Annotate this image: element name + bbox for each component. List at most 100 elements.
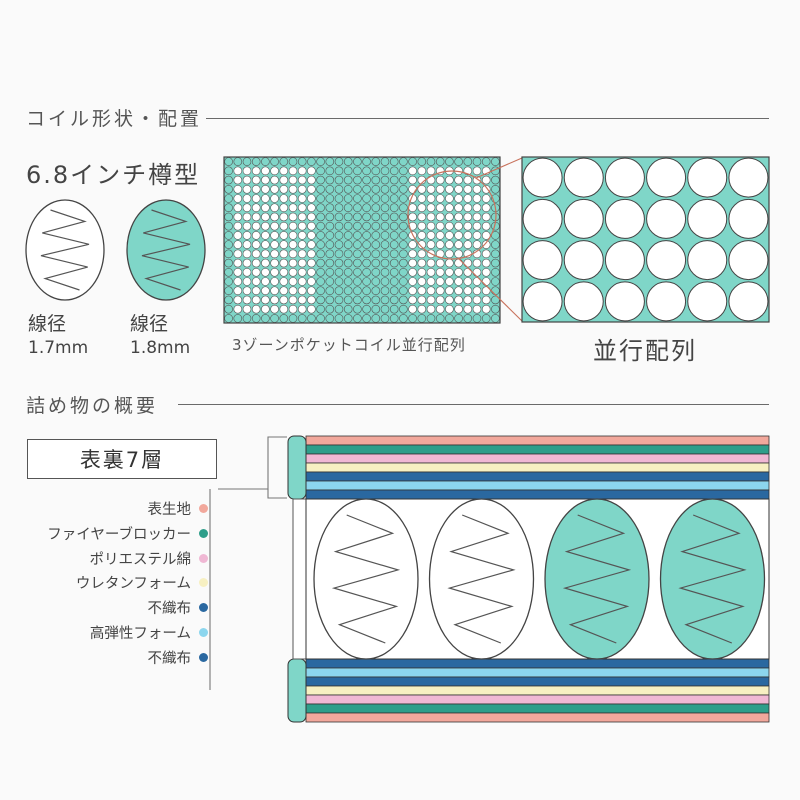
- zone-coil: [233, 258, 243, 268]
- zone-coil: [343, 286, 353, 296]
- zone-coil: [297, 258, 307, 268]
- zone-coil: [371, 240, 381, 249]
- zone-coil: [435, 286, 445, 296]
- coil-section-title: コイル形状・配置: [26, 108, 203, 130]
- zone-coil: [472, 295, 482, 305]
- section-coil-spring: [562, 514, 632, 644]
- zone-coil: [279, 175, 289, 185]
- zone-coil: [362, 295, 371, 305]
- zone-coil: [316, 304, 325, 314]
- zone-coil: [242, 304, 252, 314]
- zone-coil: [353, 286, 362, 296]
- zone-coil: [362, 304, 371, 314]
- zoom-marker-circle: [407, 170, 497, 260]
- zone-coil: [380, 212, 390, 222]
- zone-coil: [270, 249, 279, 259]
- zone-coil: [251, 267, 261, 277]
- zone-coil: [224, 286, 233, 296]
- zone-coil: [251, 221, 261, 231]
- zone-coil: [491, 314, 500, 323]
- zone-coil: [270, 166, 279, 176]
- zone-coil: [325, 203, 335, 213]
- zone-coil: [399, 304, 408, 314]
- zone-coil: [343, 277, 353, 286]
- zone-coil: [224, 212, 233, 222]
- zoom-coil: [563, 198, 604, 239]
- zone-coil: [454, 184, 463, 194]
- zone-coil: [343, 166, 353, 176]
- zone-coil: [242, 184, 252, 194]
- zone-coil: [399, 286, 408, 296]
- zone-coil: [435, 203, 445, 213]
- zone-coil: [288, 286, 298, 296]
- zone-coil: [242, 203, 252, 213]
- top-layer: [305, 480, 770, 491]
- zone-coil: [251, 166, 261, 176]
- zone-coil: [417, 314, 427, 323]
- zoom-coil: [728, 281, 769, 322]
- zone-coil: [445, 221, 454, 231]
- zone-coil: [454, 314, 463, 323]
- coil-2-spec: 線径 1.8mm: [130, 312, 190, 360]
- zone-coil: [435, 194, 445, 203]
- zone-coil: [481, 267, 491, 277]
- zone-coil: [445, 184, 454, 194]
- zone-coil: [380, 221, 390, 231]
- zoom-coil: [687, 198, 728, 239]
- zoom-coil: [687, 281, 728, 322]
- legend-bracket-bottom: [267, 489, 287, 499]
- zone-coil: [242, 240, 252, 249]
- zone-coil: [334, 277, 344, 286]
- zone-layout-caption: 3ゾーンポケットコイル並行配列: [232, 336, 466, 354]
- zone-coil: [316, 194, 325, 203]
- zone-coil: [297, 194, 307, 203]
- zone-coil: [445, 240, 454, 249]
- zone-coil: [270, 221, 279, 231]
- zone-coil: [307, 295, 316, 305]
- zone-grid-frame: [223, 156, 501, 324]
- side-border-top: [287, 435, 307, 500]
- zone-coil: [472, 304, 482, 314]
- zone-coil: [316, 231, 325, 240]
- legend-color-dot: [199, 578, 208, 588]
- zone-coil: [472, 194, 482, 203]
- zone-coil: [472, 203, 482, 213]
- zone-coil: [297, 221, 307, 231]
- zone-coil: [334, 314, 344, 323]
- zone-coil: [316, 277, 325, 286]
- zone-coil: [251, 277, 261, 286]
- zone-coil: [454, 286, 463, 296]
- zone-coil: [325, 166, 335, 176]
- zoom-coil: [563, 281, 604, 322]
- zone-coil: [472, 157, 482, 166]
- zone-coil: [334, 249, 344, 259]
- filling-section-rule: [178, 404, 769, 405]
- zone-coil: [408, 240, 417, 249]
- zone-coil: [316, 203, 325, 213]
- zone-coil: [481, 240, 491, 249]
- zone-coil: [279, 249, 289, 259]
- zone-coil: [426, 277, 436, 286]
- zone-coil: [445, 203, 454, 213]
- zone-coil: [454, 194, 463, 203]
- zone-coil: [389, 203, 399, 213]
- zoom-coil: [563, 240, 604, 281]
- zone-coil: [233, 221, 243, 231]
- zone-coil: [463, 277, 473, 286]
- zoom-coil: [687, 240, 728, 281]
- bottom-layer: [305, 694, 770, 705]
- zone-coil: [261, 314, 270, 323]
- zone-coil: [279, 221, 289, 231]
- zone-coil: [435, 231, 445, 240]
- zone-coil: [454, 231, 463, 240]
- zone-coil: [380, 175, 390, 185]
- zone-coil: [343, 184, 353, 194]
- zone-coil: [307, 184, 316, 194]
- zone-coil: [233, 194, 243, 203]
- zone-coil: [233, 240, 243, 249]
- side-panel: [292, 498, 307, 660]
- bottom-layer: [305, 676, 770, 687]
- zone-coil: [297, 212, 307, 222]
- zone-coil: [316, 314, 325, 323]
- layer-count-box: 表裏7層: [27, 439, 217, 479]
